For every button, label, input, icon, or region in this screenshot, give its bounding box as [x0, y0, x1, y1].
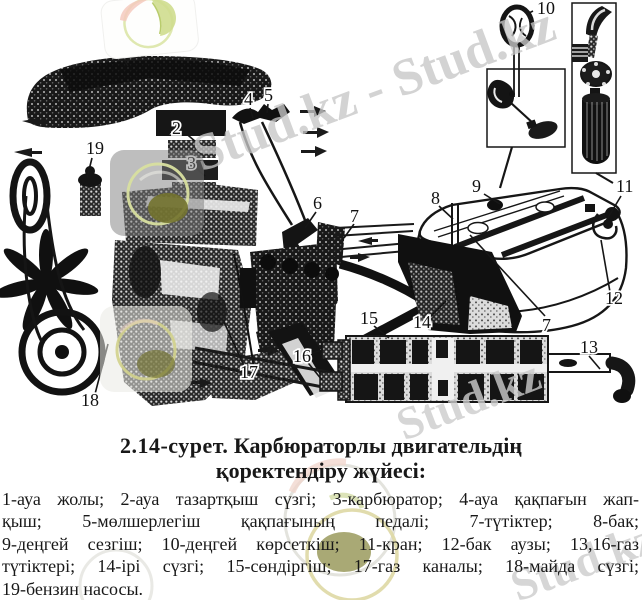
- fuel-tank: [415, 186, 628, 334]
- pipe-arrows: [190, 237, 378, 388]
- label-19: 19: [86, 138, 104, 158]
- legend-line-4: түтіктері; 14-ірі сүзгі; 15-сөндіргіш; 1…: [2, 556, 639, 577]
- legend-line-1: 1-ауа жолы; 2-ауа тазартқыш сүзгі; 3-кар…: [2, 489, 639, 509]
- label-12: 12: [605, 288, 623, 308]
- watermark-logo-top: [100, 0, 199, 59]
- label-9: 9: [472, 176, 481, 196]
- throttle-linkage: [232, 104, 310, 229]
- legend-line-3: 9-деңгей сезгіш; 10-деңгей көрсеткіш; 11…: [2, 533, 639, 554]
- label-16: 16: [293, 346, 311, 366]
- air-intake-arrows: [14, 118, 48, 157]
- label-10: 10: [537, 0, 555, 18]
- figure-number: 2.14-сурет.: [119, 433, 229, 458]
- label-2: 2: [172, 118, 181, 138]
- label-5: 5: [264, 85, 273, 105]
- legend-line-5: 19-бензин насосы.: [2, 578, 144, 599]
- cooling-fan: [0, 229, 99, 331]
- fuel-level-sender: [487, 199, 503, 211]
- level-gauge: [499, 4, 535, 97]
- tap-filter-inset-box: [571, 2, 617, 184]
- generator-pulley: [9, 158, 51, 234]
- label-17: 17: [240, 362, 258, 382]
- label-7a: 7: [350, 206, 359, 226]
- figure-legend: 1-ауа жолы; 2-ауа тазартқыш сүзгі; 3-кар…: [2, 488, 639, 600]
- label-13: 13: [580, 337, 598, 357]
- figure-caption: 2.14-сурет. Карбюраторлы двигательдің қо…: [0, 433, 642, 483]
- muffler-inlet-upper: [321, 341, 343, 360]
- tail-pipe: [547, 353, 636, 403]
- label-11: 11: [616, 176, 633, 196]
- flow-arrows: [300, 106, 329, 157]
- coarse-filter-wedge: [398, 234, 522, 334]
- watermark-logo-mid: [110, 150, 204, 236]
- muffler: [319, 335, 636, 403]
- watermark-logo-lower: [100, 306, 192, 392]
- label-14: 14: [413, 312, 431, 332]
- watermark-logo-legend: [78, 458, 399, 600]
- caption-line2: қоректендіру жүйесі:: [215, 458, 427, 483]
- label-18: 18: [81, 390, 99, 410]
- label-6: 6: [313, 193, 322, 213]
- sender-inset-box: [486, 68, 566, 189]
- label-8: 8: [431, 188, 440, 208]
- label-4: 4: [244, 89, 253, 109]
- fuel-pump: [78, 166, 102, 216]
- label-7b: 7: [542, 315, 551, 335]
- label-15: 15: [360, 308, 378, 328]
- caption-line1: Карбюраторлы двигательдің: [233, 433, 523, 458]
- legend-line-2: қыш; 5-мөлшерлегіш қақпағының педалі; 7-…: [2, 511, 639, 532]
- muffler-inlet-lower: [319, 371, 343, 392]
